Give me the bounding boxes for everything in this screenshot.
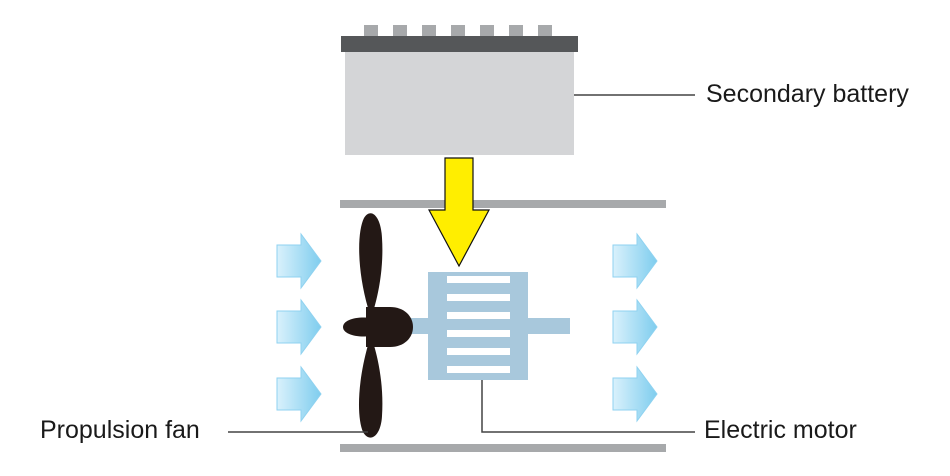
battery-terminal bbox=[393, 25, 407, 37]
right-arrow-icon bbox=[612, 298, 658, 356]
outflow-arrows bbox=[612, 232, 658, 423]
duct-bottom-rail bbox=[340, 444, 666, 452]
motor-winding bbox=[447, 348, 510, 355]
fan-blade-side bbox=[343, 317, 372, 337]
battery-terminal bbox=[480, 25, 494, 37]
motor-winding bbox=[447, 312, 510, 319]
battery-body bbox=[345, 52, 574, 155]
motor-winding bbox=[447, 294, 510, 301]
battery-terminal bbox=[509, 25, 523, 37]
electric-motor-label: Electric motor bbox=[704, 416, 857, 444]
inflow-arrows bbox=[276, 232, 322, 423]
electric-motor bbox=[405, 272, 570, 380]
motor-winding bbox=[447, 330, 510, 337]
fan-hub bbox=[366, 307, 413, 347]
fan-blade-lower bbox=[358, 342, 383, 438]
right-arrow-icon bbox=[276, 365, 322, 423]
down-arrow-icon bbox=[427, 157, 491, 268]
propulsion-fan bbox=[343, 213, 413, 438]
battery-terminal bbox=[451, 25, 465, 37]
battery-terminal bbox=[538, 25, 552, 37]
motor-body bbox=[428, 272, 528, 380]
secondary-battery bbox=[341, 25, 578, 155]
battery-terminals bbox=[364, 25, 552, 37]
right-arrow-icon bbox=[612, 365, 658, 423]
battery-terminal bbox=[364, 25, 378, 37]
right-arrow-icon bbox=[276, 232, 322, 290]
motor-winding bbox=[447, 276, 510, 283]
motor-winding bbox=[447, 366, 510, 373]
battery-lid bbox=[341, 36, 578, 52]
fan-blade-upper bbox=[359, 213, 383, 312]
motor-leader-line bbox=[481, 380, 695, 433]
battery-terminal bbox=[422, 25, 436, 37]
battery-label: Secondary battery bbox=[706, 80, 909, 108]
propulsion-fan-label: Propulsion fan bbox=[40, 416, 200, 444]
right-arrow-icon bbox=[276, 298, 322, 356]
right-arrow-icon bbox=[612, 232, 658, 290]
duct-top-rail bbox=[340, 200, 666, 208]
